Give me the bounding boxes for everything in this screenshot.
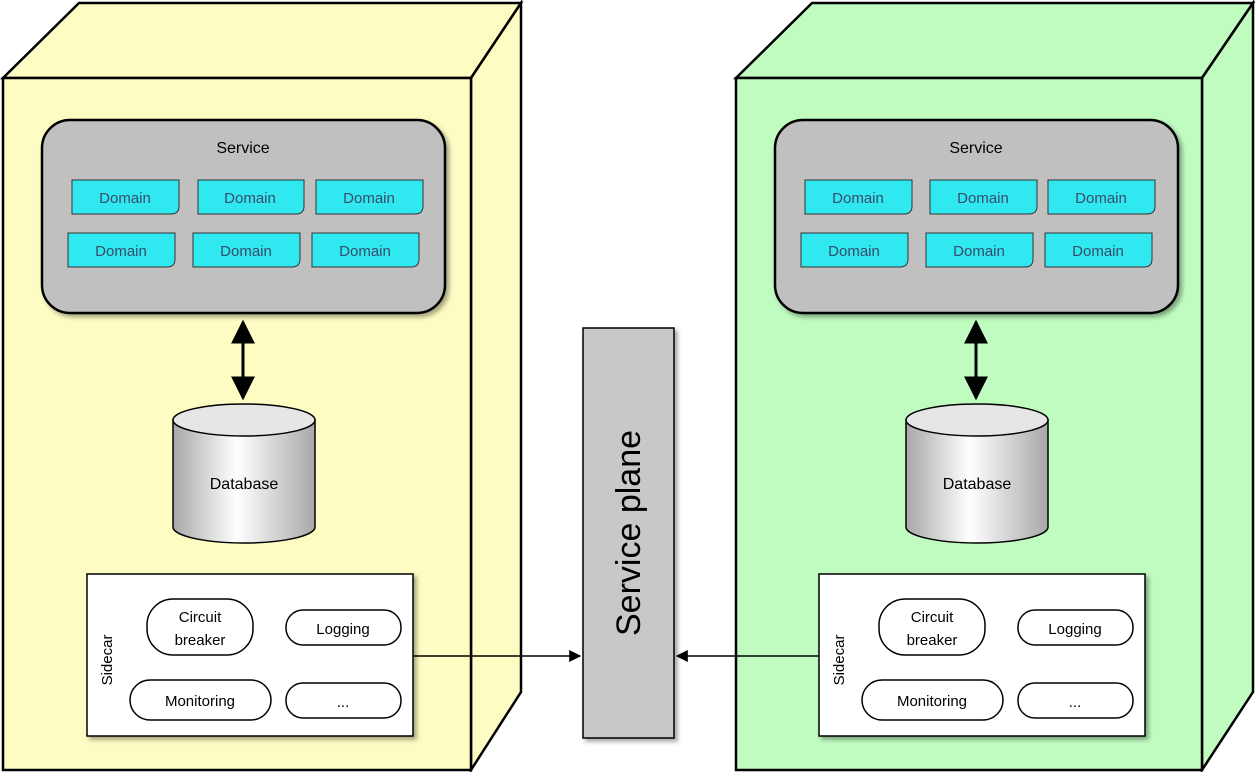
left-monitoring: Monitoring (129, 679, 272, 721)
svg-text:Logging: Logging (316, 621, 369, 638)
svg-text:Circuit: Circuit (179, 609, 222, 626)
left-domain-box-2: Domain (197, 179, 305, 215)
left-domain-box-1: Domain (71, 179, 180, 215)
svg-text:Monitoring: Monitoring (165, 693, 235, 710)
left-container: Service Domain Domain Domain Domain Doma… (0, 0, 524, 772)
right-container-top-face (732, 1, 1256, 80)
svg-text:Monitoring: Monitoring (897, 693, 967, 710)
svg-text:Domain: Domain (953, 243, 1005, 260)
service-plane: Service plane (582, 327, 675, 739)
svg-text:Domain: Domain (220, 243, 272, 260)
left-domain-box-6: Domain (311, 232, 420, 268)
svg-text:Domain: Domain (1075, 190, 1127, 207)
right-circuit-breaker: Circuit breaker (878, 598, 986, 656)
left-circuit-breaker: Circuit breaker (146, 598, 254, 656)
left-service-label: Service (216, 140, 269, 157)
left-logging: Logging (285, 609, 402, 646)
svg-text:Domain: Domain (95, 243, 147, 260)
svg-text:Logging: Logging (1048, 621, 1101, 638)
right-service-label: Service (949, 140, 1002, 157)
left-container-side-face (469, 0, 523, 772)
left-service-box: Service Domain Domain Domain Domain Doma… (40, 118, 447, 315)
left-database-label: Database (210, 476, 279, 493)
svg-text:breaker: breaker (907, 632, 958, 649)
right-database: Database (905, 403, 1049, 544)
svg-text:...: ... (337, 694, 350, 711)
right-logging: Logging (1017, 609, 1134, 646)
right-service-box: Service Domain Domain Domain Domain Doma… (773, 118, 1180, 315)
service-plane-label: Service plane (610, 430, 648, 636)
svg-text:Domain: Domain (224, 190, 276, 207)
svg-text:Domain: Domain (99, 190, 151, 207)
svg-text:Domain: Domain (1072, 243, 1124, 260)
left-sidecar-label: Sidecar (99, 635, 116, 686)
svg-text:Domain: Domain (832, 190, 884, 207)
left-database: Database (172, 403, 316, 544)
svg-text:breaker: breaker (175, 632, 226, 649)
right-monitoring: Monitoring (861, 679, 1004, 721)
left-container-top-face (0, 1, 524, 80)
left-domain-box-5: Domain (192, 232, 301, 268)
right-domain-box-5: Domain (925, 232, 1034, 268)
left-more: ... (285, 682, 402, 719)
svg-text:Domain: Domain (343, 190, 395, 207)
right-sidecar: Sidecar Circuit breaker Logging Monitori… (818, 573, 1146, 737)
right-container-side-face (1200, 0, 1255, 772)
svg-text:Domain: Domain (339, 243, 391, 260)
right-more: ... (1017, 682, 1134, 719)
svg-text:Domain: Domain (828, 243, 880, 260)
right-container: Service Domain Domain Domain Domain Doma… (732, 0, 1256, 772)
right-domain-box-2: Domain (929, 179, 1038, 215)
svg-text:...: ... (1069, 694, 1082, 711)
left-sidecar: Sidecar Circuit breaker Logging Monitori… (86, 573, 414, 737)
left-domain-box-3: Domain (315, 179, 424, 215)
svg-text:Domain: Domain (957, 190, 1009, 207)
right-domain-box-4: Domain (800, 232, 909, 268)
right-domain-box-3: Domain (1047, 179, 1156, 215)
right-domain-box-1: Domain (804, 179, 913, 215)
right-sidecar-label: Sidecar (831, 635, 848, 686)
right-database-label: Database (943, 476, 1012, 493)
right-domain-box-6: Domain (1044, 232, 1153, 268)
svg-text:Circuit: Circuit (911, 609, 954, 626)
left-domain-box-4: Domain (67, 232, 176, 268)
